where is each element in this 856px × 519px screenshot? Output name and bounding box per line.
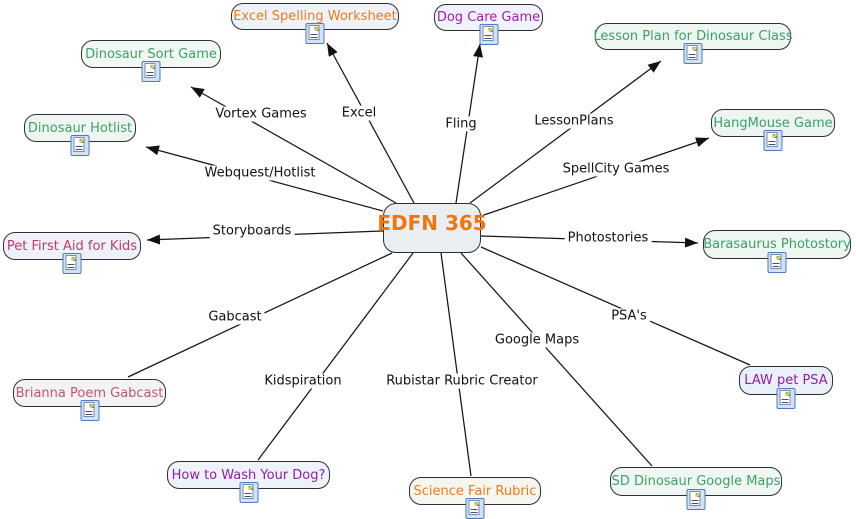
- node-label: Dog Care Game: [436, 10, 541, 25]
- hyperlink-document-icon[interactable]: [479, 24, 498, 45]
- link-vortex-games: [190, 86, 397, 204]
- hyperlink-document-icon[interactable]: [239, 482, 258, 503]
- link-spellcity-games: [480, 137, 710, 217]
- hyperlink-document-icon[interactable]: [141, 61, 161, 82]
- node-label: How to Wash Your Dog?: [171, 467, 326, 483]
- link-label-psas: PSA's: [608, 308, 650, 324]
- node-pet-first-aid-for-kids[interactable]: Pet First Aid for Kids: [3, 232, 141, 274]
- node-edfn-365[interactable]: EDFN 365: [377, 203, 487, 253]
- link-label-storyboards: Storyboards: [209, 223, 295, 239]
- hyperlink-document-icon[interactable]: [305, 23, 325, 44]
- link-label-google-maps: Google Maps: [491, 332, 583, 348]
- node-sd-dinosaur-google-maps[interactable]: SD Dinosaur Google Maps: [610, 467, 782, 510]
- link-label-rubistar-rubric-creator: Rubistar Rubric Creator: [383, 373, 541, 389]
- link-label-lessonplans: LessonPlans: [531, 113, 617, 129]
- link-label-excel: Excel: [338, 105, 380, 121]
- node-label: Lesson Plan for Dinosaur Class: [593, 29, 793, 44]
- hyperlink-document-icon[interactable]: [465, 498, 485, 519]
- node-barasaurus-photostory[interactable]: Barasaurus Photostory: [703, 230, 851, 273]
- node-dog-care-game[interactable]: Dog Care Game: [434, 4, 543, 45]
- link-label-fling: Fling: [442, 116, 480, 132]
- node-dinosaur-hotlist[interactable]: Dinosaur Hotlist: [24, 114, 136, 156]
- link-excel: [326, 42, 415, 204]
- hyperlink-document-icon[interactable]: [686, 489, 706, 510]
- node-label: Dinosaur Hotlist: [27, 120, 133, 136]
- node-label: Dinosaur Sort Game: [85, 46, 217, 62]
- hyperlink-document-icon[interactable]: [70, 135, 90, 156]
- center-node-label: EDFN 365: [377, 211, 487, 235]
- node-label: HangMouse Game: [713, 115, 833, 131]
- node-lesson-plan-for-dinosaur-class[interactable]: Lesson Plan for Dinosaur Class: [593, 23, 793, 64]
- node-science-fair-rubric[interactable]: Science Fair Rubric: [409, 477, 541, 519]
- node-label: Excel Spelling Worksheet: [233, 9, 397, 24]
- link-label-vortex-games: Vortex Games: [212, 106, 310, 122]
- link-label-spellcity-games: SpellCity Games: [559, 161, 673, 177]
- hyperlink-document-icon[interactable]: [80, 400, 99, 421]
- node-label: Barasaurus Photostory: [703, 237, 851, 252]
- node-label: SD Dinosaur Google Maps: [611, 474, 781, 489]
- link-label-gabcast: Gabcast: [205, 309, 265, 325]
- link-label-webquest-hotlist: Webquest/Hotlist: [201, 165, 319, 181]
- hyperlink-document-icon[interactable]: [763, 130, 783, 151]
- hyperlink-document-icon[interactable]: [683, 43, 703, 64]
- hyperlink-document-icon[interactable]: [62, 253, 82, 274]
- link-rubistar-rubric-creator: [440, 252, 472, 477]
- node-hangmouse-game[interactable]: HangMouse Game: [711, 109, 835, 151]
- node-label: Science Fair Rubric: [413, 483, 537, 499]
- node-dinosaur-sort-game[interactable]: Dinosaur Sort Game: [81, 40, 221, 82]
- link-google-maps: [460, 252, 653, 467]
- hyperlink-document-icon[interactable]: [776, 388, 796, 409]
- node-brianna-poem-gabcast[interactable]: Brianna Poem Gabcast: [13, 379, 166, 421]
- hyperlink-document-icon[interactable]: [767, 252, 787, 273]
- link-psas: [480, 246, 751, 366]
- link-label-kidspiration: Kidspiration: [261, 373, 345, 389]
- node-how-to-wash-your-dog[interactable]: How to Wash Your Dog?: [167, 461, 330, 503]
- node-label: LAW pet PSA: [744, 373, 828, 388]
- node-label: Brianna Poem Gabcast: [15, 385, 164, 401]
- node-law-pet-psa[interactable]: LAW pet PSA: [739, 366, 833, 409]
- node-excel-spelling-worksheet[interactable]: Excel Spelling Worksheet: [231, 3, 399, 44]
- node-label: Pet First Aid for Kids: [6, 238, 138, 254]
- link-lessonplans: [469, 60, 662, 204]
- link-kidspiration: [257, 252, 414, 461]
- link-label-photostories: Photostories: [564, 230, 652, 246]
